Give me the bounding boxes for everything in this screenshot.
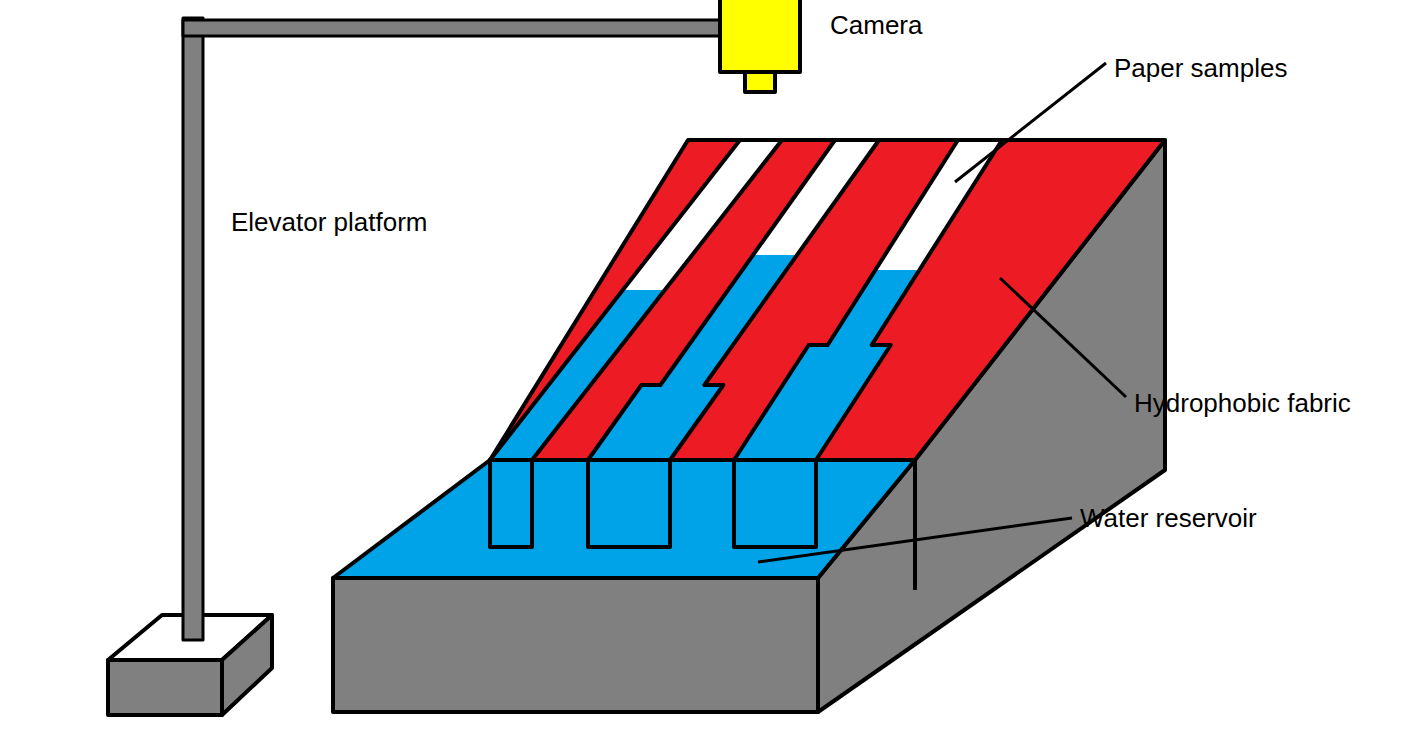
part-label: Paper samples bbox=[1114, 53, 1287, 83]
paper-strip-end bbox=[490, 460, 532, 547]
hydrophobic-fabric bbox=[490, 140, 1165, 460]
camera-lens bbox=[745, 72, 775, 92]
part-label: Hydrophobic fabric bbox=[1134, 388, 1351, 418]
leader-line bbox=[758, 518, 1072, 562]
paper-strip-end bbox=[588, 460, 670, 547]
paper-strip-outline bbox=[734, 140, 1002, 460]
camera-body bbox=[720, 0, 800, 72]
leader-line bbox=[955, 63, 1106, 182]
paper-strip-wet bbox=[734, 270, 919, 460]
platform-base-front bbox=[108, 660, 222, 715]
tray-edge bbox=[913, 460, 917, 590]
camera-arm bbox=[183, 20, 723, 36]
platform-pole bbox=[183, 18, 203, 640]
tray-front bbox=[333, 578, 818, 712]
leader-line bbox=[1000, 278, 1126, 397]
part-label: Elevator platform bbox=[231, 207, 428, 237]
part-label: Camera bbox=[830, 10, 922, 40]
platform-base-side bbox=[222, 615, 272, 715]
paper-strip-dry bbox=[753, 140, 879, 255]
part-label: Water reservoir bbox=[1080, 503, 1257, 533]
paper-strip-end bbox=[734, 460, 816, 547]
water-reservoir bbox=[333, 460, 915, 578]
